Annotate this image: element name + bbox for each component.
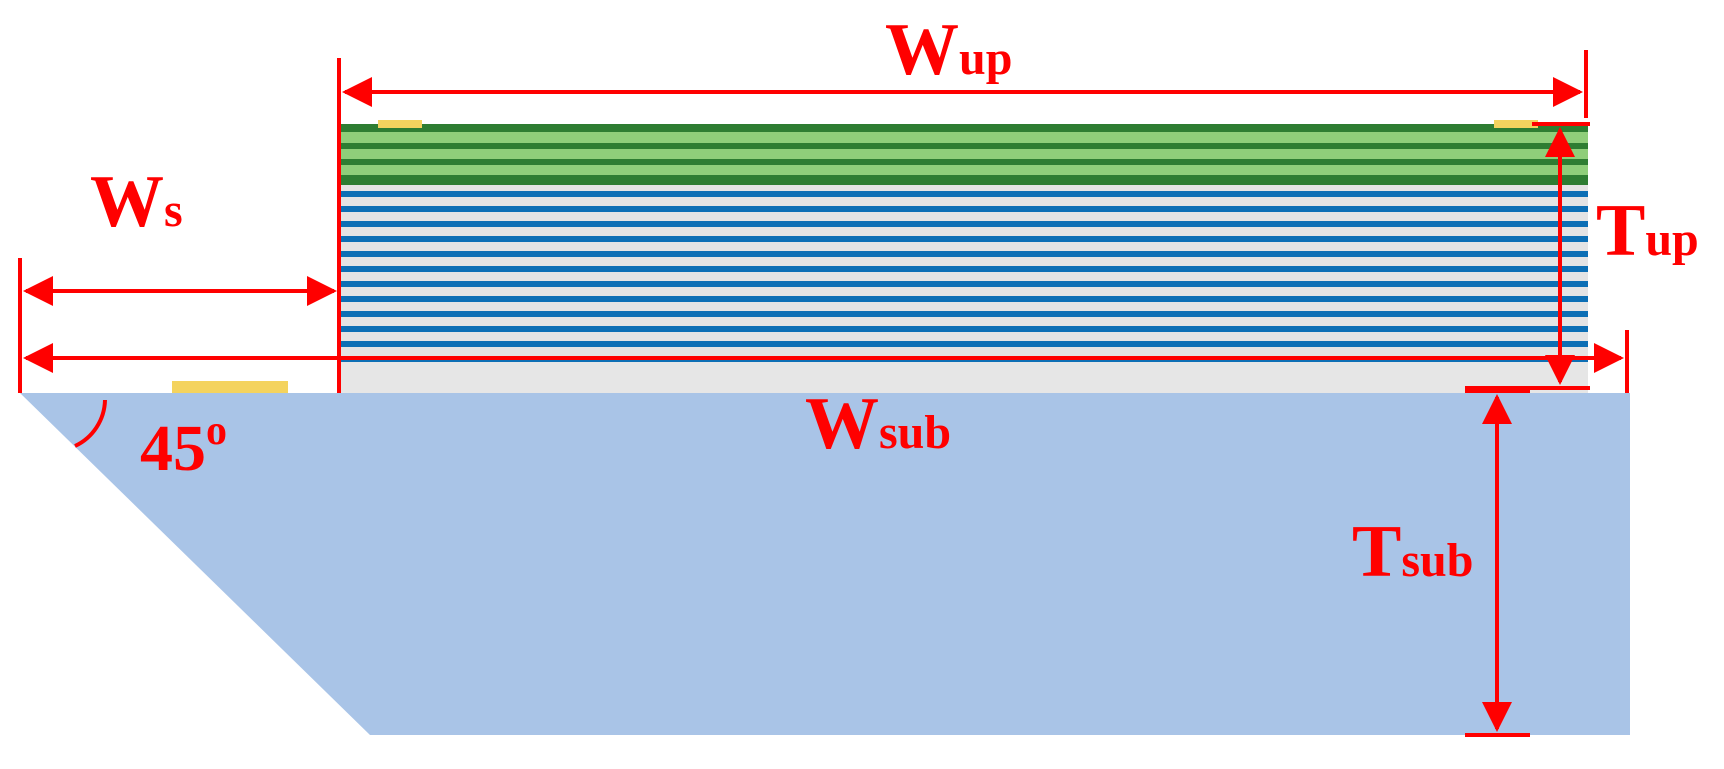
stack-layer (340, 287, 1588, 296)
stack-layer (340, 251, 1588, 257)
stack-layer (340, 132, 1588, 143)
label-angle: 45o (140, 408, 227, 485)
stack-layer (340, 281, 1588, 287)
stack-layer (340, 159, 1588, 165)
stack-layer (340, 242, 1588, 251)
label-w-s: Ws (90, 161, 183, 243)
stack-layer (340, 191, 1588, 197)
stack-layer (340, 272, 1588, 281)
stack-layer (340, 347, 1588, 356)
bottom-contact (172, 381, 288, 393)
stack-layer (340, 221, 1588, 227)
stack-layer (340, 296, 1588, 302)
angle-arc (74, 399, 107, 448)
stack-layer (340, 197, 1588, 206)
substrate (20, 393, 1630, 735)
label-w-sub: Wsub (805, 383, 951, 465)
dimension-arrows (22, 77, 1624, 732)
stack-layer (340, 143, 1588, 149)
stack-layer (340, 175, 1588, 185)
layer-stack (340, 124, 1588, 362)
stack-layer (340, 332, 1588, 341)
stack-layer (340, 165, 1588, 175)
top-contact-right (1494, 120, 1538, 128)
stack-layer (340, 149, 1588, 159)
stack-layer (340, 317, 1588, 326)
buffer-layer (340, 362, 1588, 393)
top-contact-left (378, 120, 422, 128)
stack-layer (340, 302, 1588, 311)
label-w-up: Wup (885, 9, 1012, 91)
stack-layer (340, 236, 1588, 242)
stack-layer (340, 341, 1588, 347)
stack-layer (340, 227, 1588, 236)
stack-layer (340, 212, 1588, 221)
stack-layer (340, 124, 1588, 132)
label-t-sub: Tsub (1352, 511, 1473, 593)
stack-layer (340, 311, 1588, 317)
stack-layer (340, 185, 1588, 191)
stack-layer (340, 257, 1588, 266)
label-t-up: Tup (1596, 190, 1699, 272)
stack-layer (340, 326, 1588, 332)
extension-lines (18, 50, 1629, 737)
stack-layer (340, 206, 1588, 212)
stack-layer (340, 266, 1588, 272)
